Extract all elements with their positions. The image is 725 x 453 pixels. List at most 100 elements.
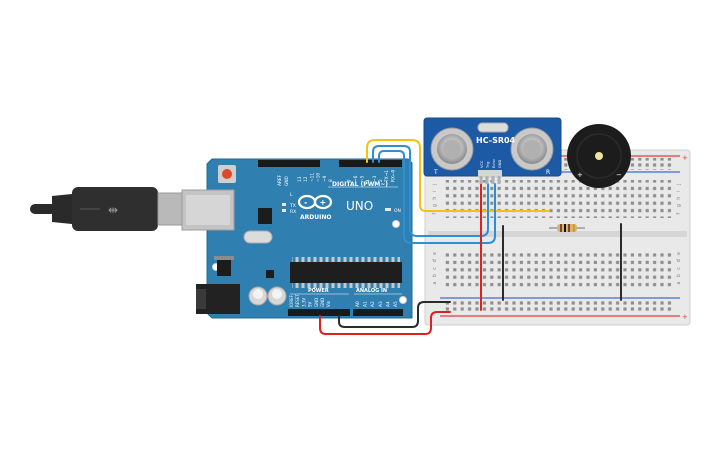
digital-header-right-holes	[339, 160, 402, 167]
digital-pin-label: 13	[297, 176, 303, 182]
atmega-chip-pins-bottom	[292, 282, 400, 288]
sensor-t-mark: T	[433, 169, 438, 176]
sensor-pin	[485, 176, 489, 184]
digital-label: DIGITAL (PWM~)	[332, 181, 388, 188]
breadboard-row-letter: b	[432, 274, 438, 277]
arduino-logo-icon	[313, 194, 333, 210]
wire-blue	[372, 145, 489, 237]
buzzer-ring	[576, 133, 622, 179]
breadboard-row-letter: c	[676, 267, 682, 270]
resistor	[549, 224, 585, 232]
smd-component	[266, 270, 274, 278]
breadboard-row-letter: g	[432, 204, 438, 207]
piezo-buzzer: + −	[567, 124, 631, 188]
breadboard-row-letter: f	[432, 213, 438, 215]
arduino-brand: ARDUINO	[300, 214, 331, 221]
transducer-left-mesh	[443, 140, 461, 158]
capacitor-top	[253, 289, 263, 299]
digital-pin-label: ~9	[322, 175, 328, 182]
digital-pin-label: 2	[378, 179, 384, 182]
icsp-header	[258, 208, 272, 224]
reset-button-cap	[222, 169, 232, 179]
breadboard-row-letter: g	[676, 204, 682, 207]
analog-pin-label: A2	[370, 301, 376, 307]
sensor-pin	[491, 176, 495, 184]
breadboard-top-terminal-holes	[445, 180, 675, 218]
analog-pin-label: A4	[385, 301, 391, 307]
resistor-band	[573, 224, 575, 232]
breadboard-row-letter: e	[432, 252, 438, 255]
mount-hole	[399, 296, 407, 304]
analog-pin-label: A0	[355, 301, 361, 307]
sensor-pin-header	[478, 170, 502, 178]
power-pin-label: GND	[320, 298, 325, 307]
usb-b-jack-inner	[186, 195, 230, 225]
breadboard-row-letter: h	[676, 197, 682, 200]
digital-header-left-holes	[258, 160, 320, 167]
power-label: POWER	[308, 288, 329, 294]
digital-pin-label: RX←0	[390, 169, 396, 182]
atmega-chip-pins-top	[292, 257, 400, 263]
buzzer-plus-label: +	[577, 171, 583, 179]
capacitor-top	[272, 289, 282, 299]
usb-cable-wire	[30, 204, 56, 214]
breadboard-row-letter: j	[432, 184, 438, 186]
digital-pin-label: 7	[347, 179, 353, 182]
on-label: ON	[394, 208, 401, 214]
resistor-band	[568, 224, 570, 232]
breadboard-row-letter: d	[432, 259, 438, 262]
tx-label: TX	[289, 203, 296, 209]
wire-blue	[378, 150, 496, 244]
voltage-regulator-tab	[214, 256, 234, 260]
breadboard-row-letter: j	[676, 184, 682, 186]
sensor-pin-label: VCC	[480, 160, 484, 168]
buzzer-hole	[595, 152, 603, 160]
mount-hole	[392, 220, 400, 228]
analog-header-holes	[353, 309, 403, 316]
sensor-pin-label: Trig	[486, 162, 490, 169]
power-header-holes	[288, 309, 350, 316]
breadboard-row-letter: b	[676, 274, 682, 277]
breadboard-row-letter: a	[432, 282, 438, 285]
analog-pin-label: A3	[378, 301, 384, 307]
arduino-logo: - + ARDUINO	[297, 194, 333, 221]
digital-pin-label: TX→1	[384, 170, 390, 183]
breadboard-bottom-terminal-holes	[445, 250, 675, 288]
power-pin-label: GND	[314, 298, 319, 307]
aref-label: AREF	[277, 174, 283, 186]
digital-pin-label: ~3	[372, 175, 378, 182]
breadboard-row-letter: h	[432, 197, 438, 200]
breadboard-row-letter: d	[676, 259, 682, 262]
wire-black	[338, 301, 451, 328]
analog-pin-label: A5	[393, 301, 399, 307]
arduino-logo-minus: -	[304, 198, 307, 207]
sensor-pins	[479, 176, 501, 184]
buzzer-minus-label: −	[616, 171, 622, 179]
led-on	[385, 208, 391, 211]
transducer-right-mesh	[523, 140, 541, 158]
power-pin-label: Vin	[326, 300, 331, 307]
usb-cable: ⇹	[30, 187, 187, 231]
smd-component	[282, 203, 286, 206]
power-pin-label: 5V	[308, 301, 313, 307]
breadboard-row-letter: a	[676, 282, 682, 285]
digital-pin-label: ~10	[316, 173, 322, 182]
usb-symbol-icon: ⇹	[108, 203, 118, 217]
sensor-pin	[497, 176, 501, 184]
atmega-chip	[290, 262, 402, 283]
sensor-pin	[479, 176, 483, 184]
breadboard-row-letter: i	[676, 191, 682, 192]
power-pin-label: IOREF	[289, 294, 294, 307]
breadboard-row-letter: c	[432, 267, 438, 270]
wire-yellow	[366, 139, 550, 212]
breadboard-center-channel	[428, 231, 687, 237]
power-pin-label: 3.3V	[301, 298, 306, 307]
